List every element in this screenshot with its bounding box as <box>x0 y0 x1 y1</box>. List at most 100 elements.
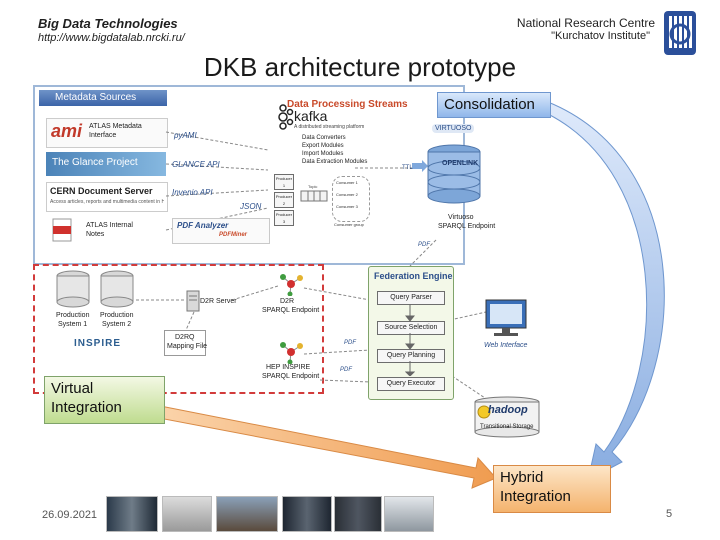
d2rq-label-line1: D2RQ <box>175 334 195 341</box>
ttl-arrow-icon <box>412 160 428 172</box>
module-item: Import Modules <box>302 151 344 157</box>
cds-title: CERN Document Server <box>50 186 153 196</box>
inspire-sparql-icon <box>280 342 303 364</box>
cds-subtitle: Access articles, reports and multimedia … <box>50 199 164 205</box>
inspire-endpoint-line1: HEP INSPIRE <box>266 364 311 371</box>
header-institute-name: "Kurchatov Institute" <box>551 30 650 42</box>
virtual-integration-callout: Virtual Integration <box>44 376 165 424</box>
d2rq-label-line2: Mapping File <box>167 343 208 350</box>
query-executor-box: Query Executor <box>377 377 445 391</box>
page-number: 5 <box>666 508 673 520</box>
header-centre-name: National Research Centre <box>516 16 655 30</box>
production-system-1-line1: Production <box>56 312 90 319</box>
ami-source: ami ATLAS Metadata Interface <box>46 118 168 148</box>
notes-label-line2: Notes <box>86 231 105 238</box>
production-system-2-line2: System 2 <box>102 321 132 328</box>
web-interface-icon <box>485 299 527 336</box>
pdf-flow-label: PDF <box>418 242 430 248</box>
consumer-label: Consumer 1 <box>336 180 358 185</box>
d2r-server-icon <box>186 290 200 312</box>
topic-icon <box>300 190 328 202</box>
query-planning-box: Query Planning <box>377 349 445 363</box>
api-label-invenio: Invenio API <box>172 188 213 197</box>
datacenter-photo <box>334 496 382 532</box>
federation-flow-arrows <box>405 304 415 376</box>
slide-title: DKB architecture prototype <box>203 52 517 82</box>
hadoop-label: hadoop <box>488 404 528 416</box>
datacenter-photo <box>384 496 434 532</box>
metadata-sources-title: Metadata Sources <box>55 92 137 103</box>
ami-label-line2: Interface <box>89 132 117 139</box>
datacenter-photo <box>216 496 278 532</box>
d2r-server-label: D2R Server <box>200 298 237 305</box>
consumer-label: Consumer 2 <box>336 192 358 197</box>
production-system-1-line2: System 1 <box>58 321 88 328</box>
datacenter-photo <box>106 496 158 532</box>
producer-box: Producer 3 <box>274 210 294 226</box>
virtuoso-endpoint-line1: Virtuoso <box>448 214 474 221</box>
datacenter-photo <box>162 496 212 532</box>
d2r-endpoint-line2: SPARQL Endpoint <box>262 307 320 314</box>
virtuoso-endpoint-line2: SPARQL Endpoint <box>438 223 496 230</box>
pdf-analyzer-label: PDF Analyzer <box>177 221 229 230</box>
api-label-json: JSON <box>240 202 262 211</box>
producer-box: Producer 1 <box>274 174 294 190</box>
notes-label-line1: ATLAS Internal <box>86 222 133 229</box>
consumer-group-label: Consumer group <box>334 222 364 227</box>
transitional-storage-label: Transitional Storage <box>480 424 534 430</box>
glance-source: The Glance Project <box>46 152 166 176</box>
ami-logo: ami <box>51 121 83 141</box>
d2rq-mapping-box: D2RQ Mapping File <box>164 330 208 356</box>
pdf-file-icon <box>52 218 72 242</box>
module-item: Data Extraction Modules <box>302 159 368 165</box>
module-list: Data Converters Export Modules Import Mo… <box>302 134 367 166</box>
cds-source: CERN Document Server Access articles, re… <box>46 182 168 212</box>
pdf-flow-label: PDF <box>340 367 352 373</box>
kurchatov-logo <box>664 11 696 55</box>
federation-engine-panel: Federation Engine Query Parser Source Se… <box>368 266 454 400</box>
consumer-group-outline <box>332 176 370 222</box>
inspire-endpoint-line2: SPARQL Endpoint <box>262 373 320 380</box>
source-selection-box: Source Selection <box>377 321 445 335</box>
glance-banner: The Glance Project <box>52 157 138 168</box>
kafka-subtitle: A distributed streaming platform <box>294 124 365 130</box>
virtual-integration-region <box>33 264 324 394</box>
kafka-icon <box>278 104 294 130</box>
notes-source: ATLAS Internal Notes <box>46 216 166 244</box>
data-processing-title: Data Processing Streams <box>287 99 408 110</box>
production-db-1-icon <box>56 270 90 308</box>
openlink-label: OPENLINK <box>442 160 479 167</box>
pdf-analyzer-box: PDF Analyzer PDFMiner <box>172 218 270 244</box>
virtuoso-database-icon <box>427 144 481 204</box>
kafka-label: kafka <box>294 108 328 124</box>
topic-label: Topic <box>308 184 318 189</box>
api-label-glance: GLANCE API <box>172 160 220 169</box>
header-url[interactable]: http://www.bigdatalab.nrcki.ru/ <box>38 32 185 44</box>
datacenter-photo <box>282 496 332 532</box>
federation-engine-title: Federation Engine <box>374 271 453 281</box>
module-item: Data Converters <box>302 135 346 141</box>
pdf-miner-label: PDFMiner <box>219 232 248 238</box>
slide-date: 26.09.2021 <box>42 509 98 521</box>
metadata-sources-header: Metadata Sources <box>39 90 167 106</box>
pdf-flow-label: PDF <box>344 340 356 346</box>
query-parser-box: Query Parser <box>377 291 445 305</box>
ttl-label: TTL <box>402 165 413 171</box>
consumer-label: Consumer 3 <box>336 204 358 209</box>
producer-box: Producer 2 <box>274 192 294 208</box>
web-interface-label: Web Interface <box>484 342 528 349</box>
header-org-title: Big Data Technologies <box>38 16 178 31</box>
virtual-to-hybrid-arrow <box>137 401 497 489</box>
production-system-2-line1: Production <box>100 312 134 319</box>
hybrid-integration-callout: Hybrid Integration <box>493 465 611 513</box>
kafka-topology: Producer 1 Producer 2 Producer 3 Topic C… <box>270 170 370 230</box>
api-label-pyami: pyAMI <box>174 131 197 140</box>
production-db-2-icon <box>100 270 134 308</box>
inspire-logo: INSPIRE <box>74 338 122 349</box>
d2r-endpoint-line1: D2R <box>280 298 295 305</box>
d2r-sparql-icon <box>280 274 303 296</box>
virtuoso-logo: VIRTUOSO <box>432 124 475 133</box>
ami-label-line1: ATLAS Metadata <box>89 123 142 130</box>
module-item: Export Modules <box>302 143 344 149</box>
